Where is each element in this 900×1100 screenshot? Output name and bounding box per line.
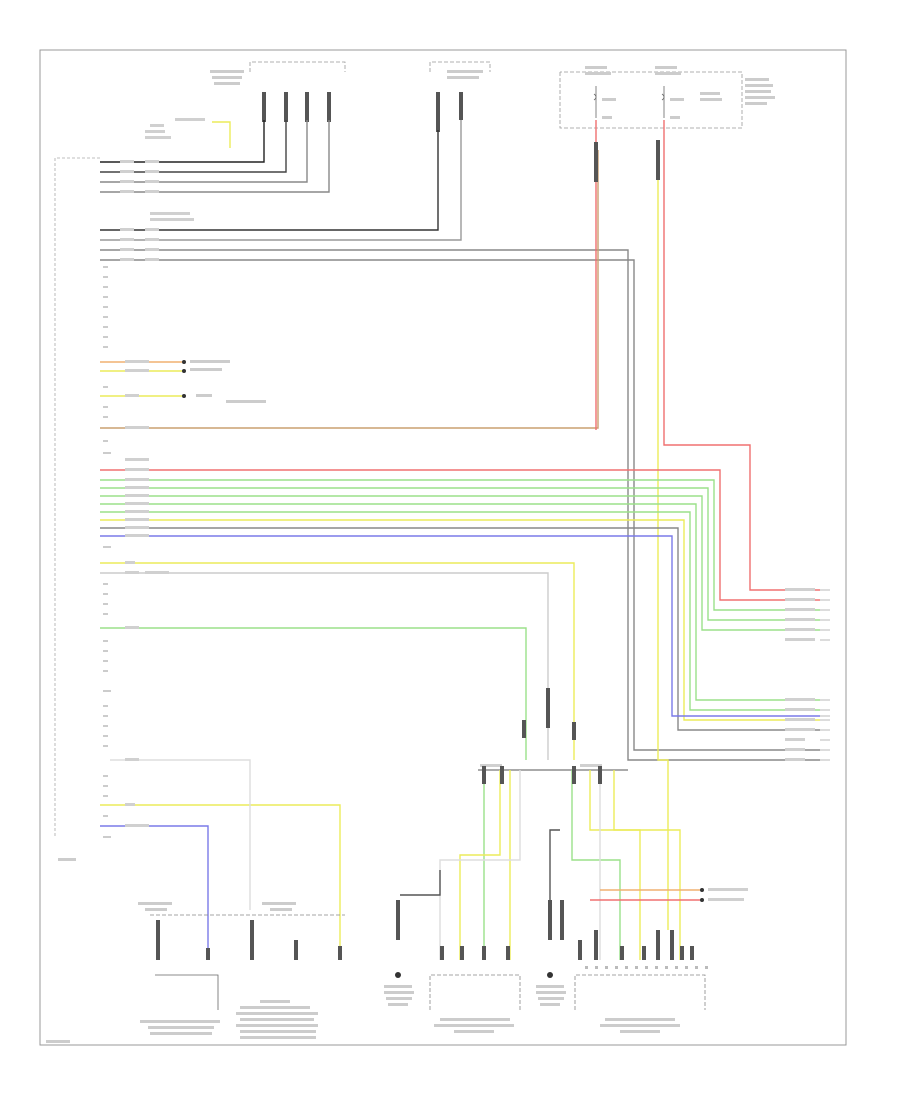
fuse-labels-blur xyxy=(602,98,684,119)
fuse-box-outline xyxy=(559,71,743,129)
module-pin-column xyxy=(103,266,111,838)
top-middle-component-outline xyxy=(429,61,491,72)
main-module-outline xyxy=(54,157,100,838)
left-stub-ground-markers xyxy=(182,360,186,398)
fuse-box-label-blur xyxy=(585,66,775,105)
diagram-frame xyxy=(39,49,847,1046)
wires-signal-bus xyxy=(100,469,820,731)
top-middle-connector-plugs xyxy=(436,92,463,132)
amplifier-ground-markers xyxy=(700,888,704,902)
top-left-component-outline xyxy=(249,61,346,72)
wire-color-labels xyxy=(120,118,815,901)
amplifier-left-component xyxy=(429,974,521,1033)
right-connector-pins xyxy=(820,589,830,761)
amplifier-right-component xyxy=(574,966,708,1033)
top-left-component-label-blur xyxy=(210,70,244,85)
wires-top-left-group xyxy=(100,120,330,193)
wires-top-middle-group xyxy=(100,120,820,761)
top-left-connector-plugs xyxy=(262,92,331,122)
module-name-blur xyxy=(46,858,76,1043)
bottom-connector-plugs xyxy=(156,140,694,960)
speaker-right-symbol xyxy=(536,972,566,1006)
left-stub-labels-blur xyxy=(190,360,266,403)
speaker-left-symbol xyxy=(384,972,414,1006)
fuse-symbols xyxy=(593,86,665,118)
bottom-left-component xyxy=(138,902,345,1039)
wires-lower-group xyxy=(100,562,575,960)
top-middle-component-label-blur xyxy=(447,70,483,79)
wires-amplifier-drops xyxy=(400,770,700,960)
